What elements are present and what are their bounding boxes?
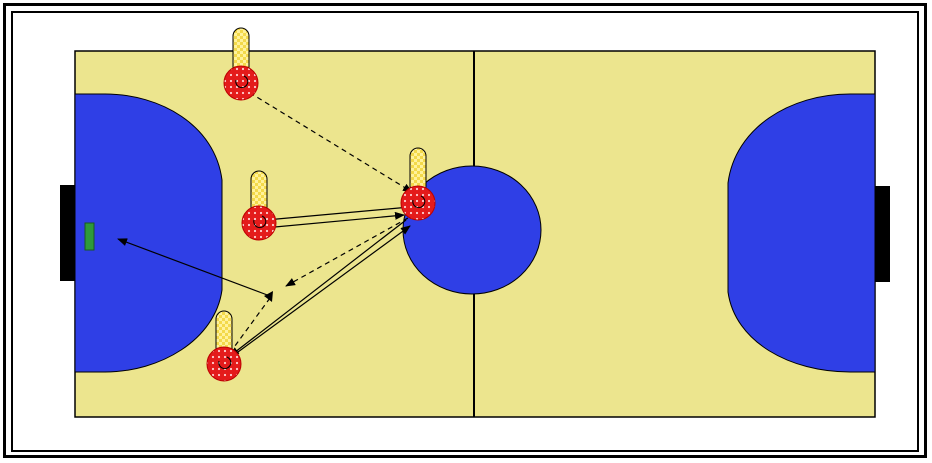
left-goal-area bbox=[74, 93, 223, 373]
player-p1 bbox=[223, 27, 259, 101]
pass-line bbox=[237, 225, 411, 353]
right-goal-area bbox=[727, 93, 876, 373]
pass-line bbox=[241, 87, 413, 193]
goalkeeper-marker bbox=[84, 222, 95, 251]
player-body bbox=[400, 185, 436, 221]
player-body bbox=[206, 346, 242, 382]
player-p4 bbox=[400, 147, 436, 221]
pass-line bbox=[265, 206, 411, 224]
shot-line bbox=[117, 238, 271, 297]
inner-frame bbox=[11, 11, 919, 452]
player-body bbox=[223, 65, 259, 101]
left-goal bbox=[60, 185, 75, 281]
player-p3 bbox=[206, 310, 242, 382]
ball-marker bbox=[264, 291, 273, 302]
run-line bbox=[231, 297, 271, 351]
player-body bbox=[241, 205, 277, 241]
outer-frame bbox=[3, 3, 927, 458]
player-p2 bbox=[241, 170, 277, 241]
right-goal bbox=[875, 186, 890, 282]
movement-lines bbox=[117, 87, 413, 357]
pass-line bbox=[263, 211, 405, 229]
pass-line bbox=[229, 219, 407, 357]
